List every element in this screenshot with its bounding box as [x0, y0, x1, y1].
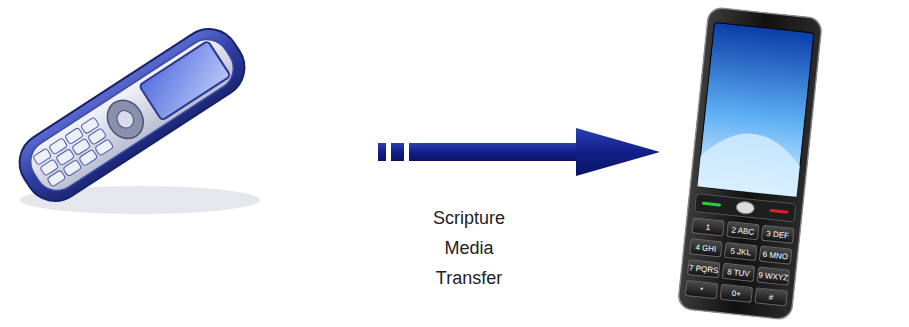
- phone-screen: [139, 41, 231, 121]
- screen-glow: [697, 128, 803, 197]
- keypad-label: 6 MNO: [759, 246, 792, 265]
- keypad-label: *: [685, 280, 718, 299]
- keypad-label: 8 TUV: [722, 263, 755, 282]
- keypad-label: 1: [691, 217, 724, 236]
- call-bar: [695, 194, 796, 222]
- transfer-arrow: [378, 128, 660, 176]
- keypad-label: 7 PQRS: [687, 259, 720, 278]
- keypad-key: [63, 160, 82, 177]
- candybar-phone: [8, 18, 256, 213]
- touch-phone: 12 ABC3 DEF 4 GHI5 JKL6 MNO 7 PQRS8 TUV9 W…: [676, 6, 823, 321]
- keypad-label: 4 GHI: [689, 238, 722, 257]
- keypad-label: 5 JKL: [724, 242, 757, 261]
- keypad-label: 9 WXYZ: [757, 266, 790, 285]
- arrow-label: Scripture Media Transfer: [413, 203, 525, 293]
- phone-screen: [697, 23, 814, 198]
- keypad-key: [79, 149, 98, 166]
- arrow-dash: [378, 143, 386, 161]
- end-key: [771, 210, 787, 212]
- keypad-label: #: [754, 287, 787, 306]
- phone-body: [8, 18, 256, 213]
- center-key: [736, 201, 755, 215]
- phone-keypad: [33, 117, 114, 187]
- keypad-label: 2 ABC: [726, 221, 759, 240]
- keypad-key: [95, 139, 114, 156]
- nav-ring: [100, 93, 150, 145]
- call-key: [704, 203, 720, 205]
- arrow-shaft: [409, 143, 579, 161]
- arrow-label-box: Scripture Media Transfer: [413, 203, 525, 293]
- keypad-label: 3 DEF: [761, 225, 794, 244]
- arrow-head: [576, 128, 660, 176]
- nav-button: [114, 107, 137, 131]
- arrow-dash: [391, 143, 404, 161]
- keypad-label: 0+: [720, 284, 753, 303]
- phone-face: [22, 31, 242, 199]
- keypad-key: [47, 170, 66, 187]
- phone-case: [677, 7, 822, 320]
